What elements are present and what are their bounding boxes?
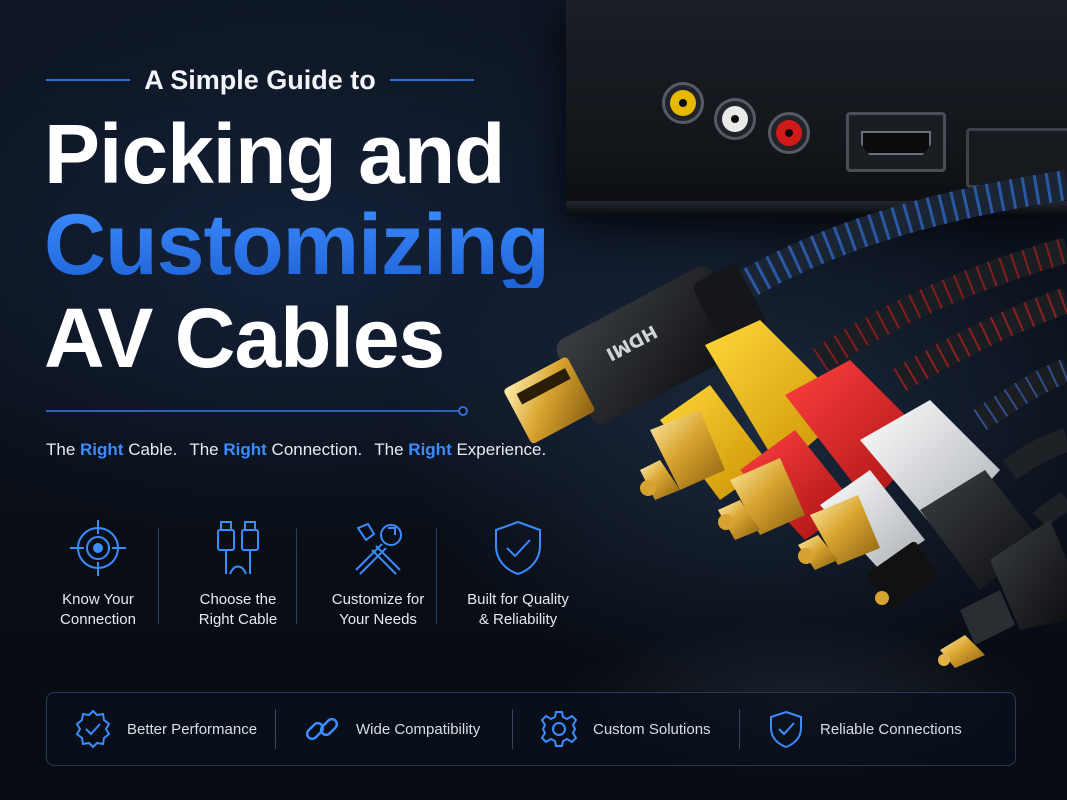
award-badge-icon	[75, 709, 111, 749]
link-icon	[305, 717, 339, 741]
benefit-label: Better Performance	[127, 720, 258, 738]
feature-item: Choose the Right Cable	[168, 518, 308, 638]
title-divider	[46, 410, 464, 412]
tagline-accent-3: Right	[408, 440, 452, 459]
benefit-label: Custom Solutions	[593, 720, 711, 738]
eyebrow-line-left	[46, 79, 131, 81]
tagline-accent-1: Right	[80, 440, 124, 459]
shield-check-icon	[495, 520, 541, 576]
feature-item: Customize for Your Needs	[308, 518, 448, 638]
benefit-label: Reliable Connections	[820, 720, 962, 738]
title-line-3: AV Cables	[44, 291, 445, 385]
cable-white-braid	[973, 358, 1067, 430]
benefit-item: Custom Solutions	[513, 693, 739, 765]
white-rca-jack	[714, 98, 756, 140]
benefit-item: Wide Compatibility	[276, 693, 512, 765]
benefit-item: Better Performance	[47, 693, 275, 765]
shield-check-icon	[770, 710, 802, 749]
eyebrow-text: A Simple Guide to	[144, 64, 376, 95]
av-receiver-device	[566, 0, 1067, 215]
title-divider-dot	[458, 406, 468, 416]
tagline-accent-2: Right	[223, 440, 267, 459]
hdmi-connector: HDMI	[504, 264, 766, 444]
usb-cables-icon	[217, 521, 259, 575]
cable-optical	[1002, 428, 1067, 480]
target-icon	[70, 520, 126, 576]
benefit-item: Reliable Connections	[740, 693, 980, 765]
feature-label: Customize for Your Needs	[331, 591, 425, 628]
gear-icon	[540, 711, 578, 747]
hdmi-port	[846, 112, 946, 172]
cable-aux	[1032, 491, 1067, 528]
feature-label: Know Your Connection	[60, 591, 136, 628]
feature-item: Know Your Connection	[28, 518, 168, 638]
benefits-bar: Better Performance Wide Compatibility Cu…	[46, 692, 1016, 766]
feature-list: Know Your Connection Choose the Right Ca…	[28, 518, 588, 638]
feature-divider	[296, 528, 297, 624]
feature-divider	[158, 528, 159, 624]
benefit-divider	[512, 709, 513, 749]
eyebrow-line-right	[389, 79, 474, 81]
tools-icon	[355, 522, 402, 575]
eyebrow-heading: A Simple Guide to	[46, 60, 474, 100]
tagline: The Right Cable.The Right Connection.The…	[46, 440, 547, 459]
red-rca-jack	[768, 112, 810, 154]
feature-divider	[436, 528, 437, 624]
title-line-1: Picking and	[44, 107, 505, 201]
feature-label: Choose the Right Cable	[198, 591, 278, 628]
title-line-2: Customizing	[44, 197, 550, 293]
benefit-label: Wide Compatibility	[356, 720, 481, 738]
benefit-divider	[739, 709, 740, 749]
feature-label: Built for Quality & Reliability	[467, 591, 569, 628]
cable-red-braid	[893, 287, 1067, 392]
benefit-divider	[275, 709, 276, 749]
feature-item: Built for Quality & Reliability	[448, 518, 588, 638]
yellow-rca-jack	[662, 82, 704, 124]
aux-plug	[938, 520, 1067, 668]
